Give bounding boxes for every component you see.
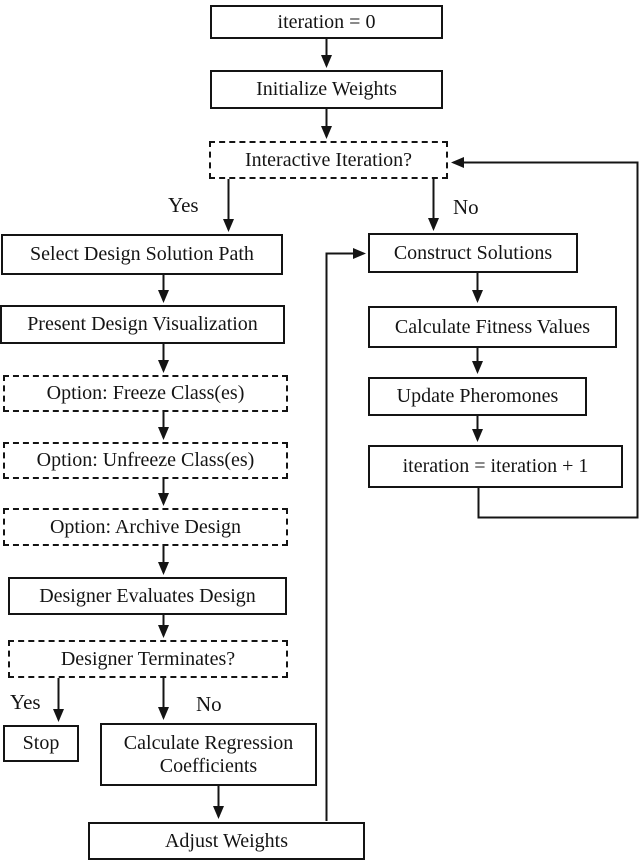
- node-label: Option: Unfreeze Class(es): [36, 449, 255, 471]
- node-update-pheromones: Update Pheromones: [368, 377, 587, 416]
- node-initialize-weights: Initialize Weights: [210, 70, 443, 109]
- node-option-archive: Option: Archive Design: [3, 508, 288, 546]
- node-label: iteration = 0: [277, 10, 376, 33]
- node-iteration-increment: iteration = iteration + 1: [368, 445, 623, 488]
- node-label: Designer Terminates?: [60, 647, 236, 670]
- node-adjust-weights: Adjust Weights: [88, 822, 365, 860]
- node-designer-evaluates: Designer Evaluates Design: [8, 577, 287, 615]
- edge-label-interactive-no: No: [453, 195, 479, 219]
- node-label: Designer Evaluates Design: [39, 584, 256, 607]
- node-calculate-regression: Calculate Regression Coefficients: [100, 723, 317, 786]
- node-option-unfreeze: Option: Unfreeze Class(es): [3, 442, 288, 479]
- node-label: Option: Archive Design: [49, 515, 242, 538]
- node-label: Update Pheromones: [396, 385, 559, 407]
- node-label: Initialize Weights: [256, 78, 397, 100]
- node-designer-terminates: Designer Terminates?: [8, 640, 288, 678]
- edge-label-terminate-yes: Yes: [10, 690, 41, 714]
- edge-label-terminate-no: No: [196, 692, 222, 716]
- node-label: Present Design Visualization: [27, 313, 258, 335]
- node-present-design-visualization: Present Design Visualization: [0, 305, 285, 344]
- node-construct-solutions: Construct Solutions: [368, 233, 578, 273]
- node-interactive-iteration: Interactive Iteration?: [209, 141, 448, 179]
- node-label: Interactive Iteration?: [244, 148, 413, 171]
- node-stop: Stop: [3, 725, 79, 762]
- node-option-freeze: Option: Freeze Class(es): [3, 375, 288, 412]
- edge-label-interactive-yes: Yes: [168, 193, 199, 217]
- node-label: Option: Freeze Class(es): [46, 382, 245, 404]
- node-calculate-fitness: Calculate Fitness Values: [368, 306, 617, 348]
- node-label: Adjust Weights: [164, 829, 289, 852]
- node-label: Select Design Solution Path: [30, 243, 254, 265]
- node-label: Calculate Regression Coefficients: [123, 731, 294, 777]
- node-iteration-zero: iteration = 0: [210, 5, 443, 39]
- node-label: Calculate Fitness Values: [394, 315, 591, 338]
- node-label: Construct Solutions: [393, 241, 553, 264]
- node-select-design-solution-path: Select Design Solution Path: [1, 234, 283, 275]
- node-label: Stop: [22, 732, 60, 754]
- node-label: iteration = iteration + 1: [402, 455, 589, 477]
